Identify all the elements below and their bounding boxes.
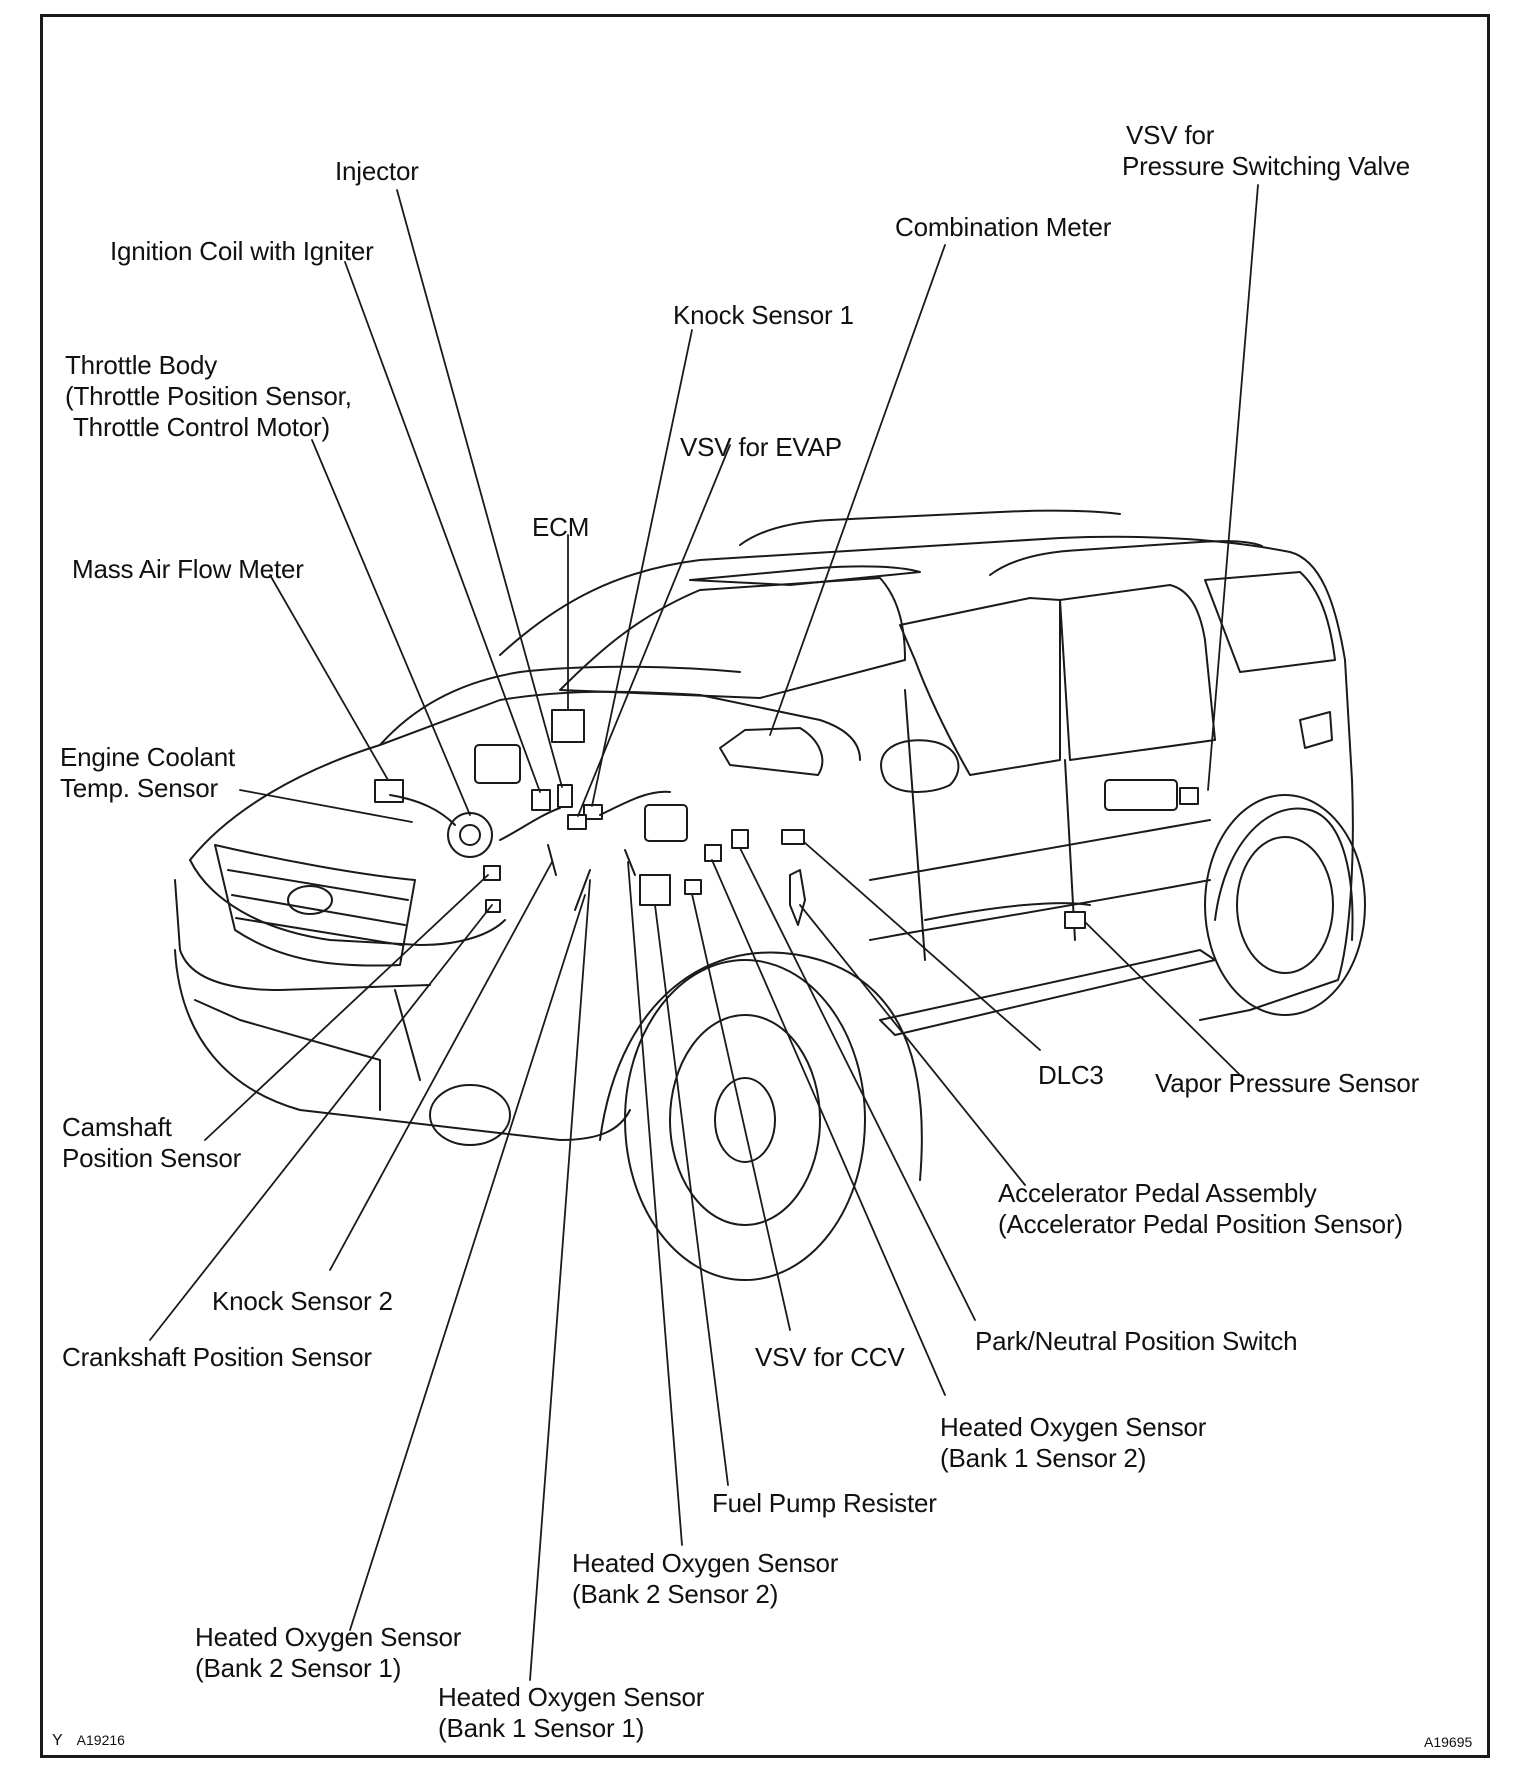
label-knock-sensor-1: Knock Sensor 1 <box>673 300 854 330</box>
figure-letter: Y <box>52 1732 63 1749</box>
dlc3-part <box>781 829 805 845</box>
label-camshaft: Camshaft Position Sensor <box>62 1112 241 1174</box>
label-engine-coolant: Engine Coolant Temp. Sensor <box>60 742 235 804</box>
label-knock-sensor-2: Knock Sensor 2 <box>212 1286 393 1316</box>
ignition-coil-part <box>531 789 551 811</box>
label-throttle-body-line2: (Throttle Position Sensor, <box>65 381 352 411</box>
label-accel-pedal-line1: Accelerator Pedal Assembly <box>998 1178 1317 1208</box>
hos-b1s2-part <box>704 844 722 862</box>
label-hos-b1s1-line1: Heated Oxygen Sensor <box>438 1682 705 1712</box>
vapor-pressure-part <box>1064 911 1086 929</box>
accel-pedal-part <box>789 869 806 926</box>
label-injector: Injector <box>335 156 419 186</box>
label-hos-b1s2-line1: Heated Oxygen Sensor <box>940 1412 1207 1442</box>
label-dlc3: DLC3 <box>1038 1060 1104 1090</box>
label-vsv-evap: VSV for EVAP <box>680 432 842 462</box>
label-mass-air-flow: Mass Air Flow Meter <box>72 554 304 584</box>
leader-lines <box>149 184 1259 1681</box>
label-ignition-coil: Ignition Coil with Igniter <box>110 236 374 266</box>
label-hos-b1s2: Heated Oxygen Sensor (Bank 1 Sensor 2) <box>940 1412 1206 1474</box>
label-hos-b1s1: Heated Oxygen Sensor (Bank 1 Sensor 1) <box>438 1682 704 1744</box>
vehicle-body <box>174 509 1366 1281</box>
label-vsv-ccv: VSV for CCV <box>755 1342 905 1372</box>
figure-code-right: A19695 <box>1424 1734 1473 1750</box>
label-hos-b2s1: Heated Oxygen Sensor (Bank 2 Sensor 1) <box>195 1622 461 1684</box>
label-hos-b1s1-line2: (Bank 1 Sensor 1) <box>438 1713 645 1743</box>
label-throttle-body-line1: Throttle Body <box>65 350 218 380</box>
component-parts <box>374 709 1199 929</box>
label-hos-b2s2-line2: (Bank 2 Sensor 2) <box>572 1579 779 1609</box>
label-fuel-pump-resister: Fuel Pump Resister <box>712 1488 937 1518</box>
figure-code-left: Y A19216 <box>52 1732 125 1750</box>
label-park-neutral: Park/Neutral Position Switch <box>975 1326 1298 1356</box>
label-hos-b2s2: Heated Oxygen Sensor (Bank 2 Sensor 2) <box>572 1548 838 1610</box>
injector-part <box>557 784 573 808</box>
label-accel-pedal-line2: (Accelerator Pedal Position Sensor) <box>998 1209 1403 1239</box>
camshaft-sensor-part <box>483 865 501 881</box>
label-throttle-body-line3: Throttle Control Motor) <box>73 412 330 442</box>
fuel-pump-resister-box <box>639 874 671 906</box>
reservoir-right <box>644 804 688 842</box>
label-vsv-psv-line1: VSV for <box>1126 120 1215 150</box>
vsv-psv-canister <box>1104 779 1178 811</box>
label-camshaft-line2: Position Sensor <box>62 1143 242 1173</box>
vsv-psv-part <box>1179 787 1199 805</box>
park-neutral-switch-part <box>731 829 749 849</box>
hos-b2s2-part <box>624 849 636 876</box>
mass-air-flow-part <box>374 779 404 803</box>
reservoir-left <box>474 744 521 784</box>
label-vsv-psv-line2: Pressure Switching Valve <box>1122 151 1411 181</box>
label-engine-coolant-line2: Temp. Sensor <box>60 773 219 803</box>
label-hos-b2s1-line1: Heated Oxygen Sensor <box>195 1622 462 1652</box>
label-vapor-pressure: Vapor Pressure Sensor <box>1155 1068 1420 1098</box>
ecm-box <box>551 709 585 743</box>
label-hos-b1s2-line2: (Bank 1 Sensor 2) <box>940 1443 1147 1473</box>
label-combination-meter: Combination Meter <box>895 212 1112 242</box>
label-accel-pedal: Accelerator Pedal Assembly (Accelerator … <box>998 1178 1403 1240</box>
label-engine-coolant-line1: Engine Coolant <box>60 742 235 772</box>
label-crankshaft: Crankshaft Position Sensor <box>62 1342 372 1372</box>
throttle-body-part <box>447 812 493 858</box>
vsv-ccv-part <box>684 879 702 895</box>
hos-b1s1-part <box>574 869 591 911</box>
label-throttle-body: Throttle Body (Throttle Position Sensor,… <box>65 350 352 443</box>
label-camshaft-line1: Camshaft <box>62 1112 172 1142</box>
label-ecm: ECM <box>532 512 590 542</box>
label-hos-b2s2-line1: Heated Oxygen Sensor <box>572 1548 839 1578</box>
knock-sensor-2-part <box>547 844 557 876</box>
figure-code-left-text: A19216 <box>76 1732 125 1748</box>
label-hos-b2s1-line2: (Bank 2 Sensor 1) <box>195 1653 402 1683</box>
vsv-evap-part <box>567 814 587 830</box>
label-vsv-psv: VSV for Pressure Switching Valve <box>1122 120 1410 182</box>
